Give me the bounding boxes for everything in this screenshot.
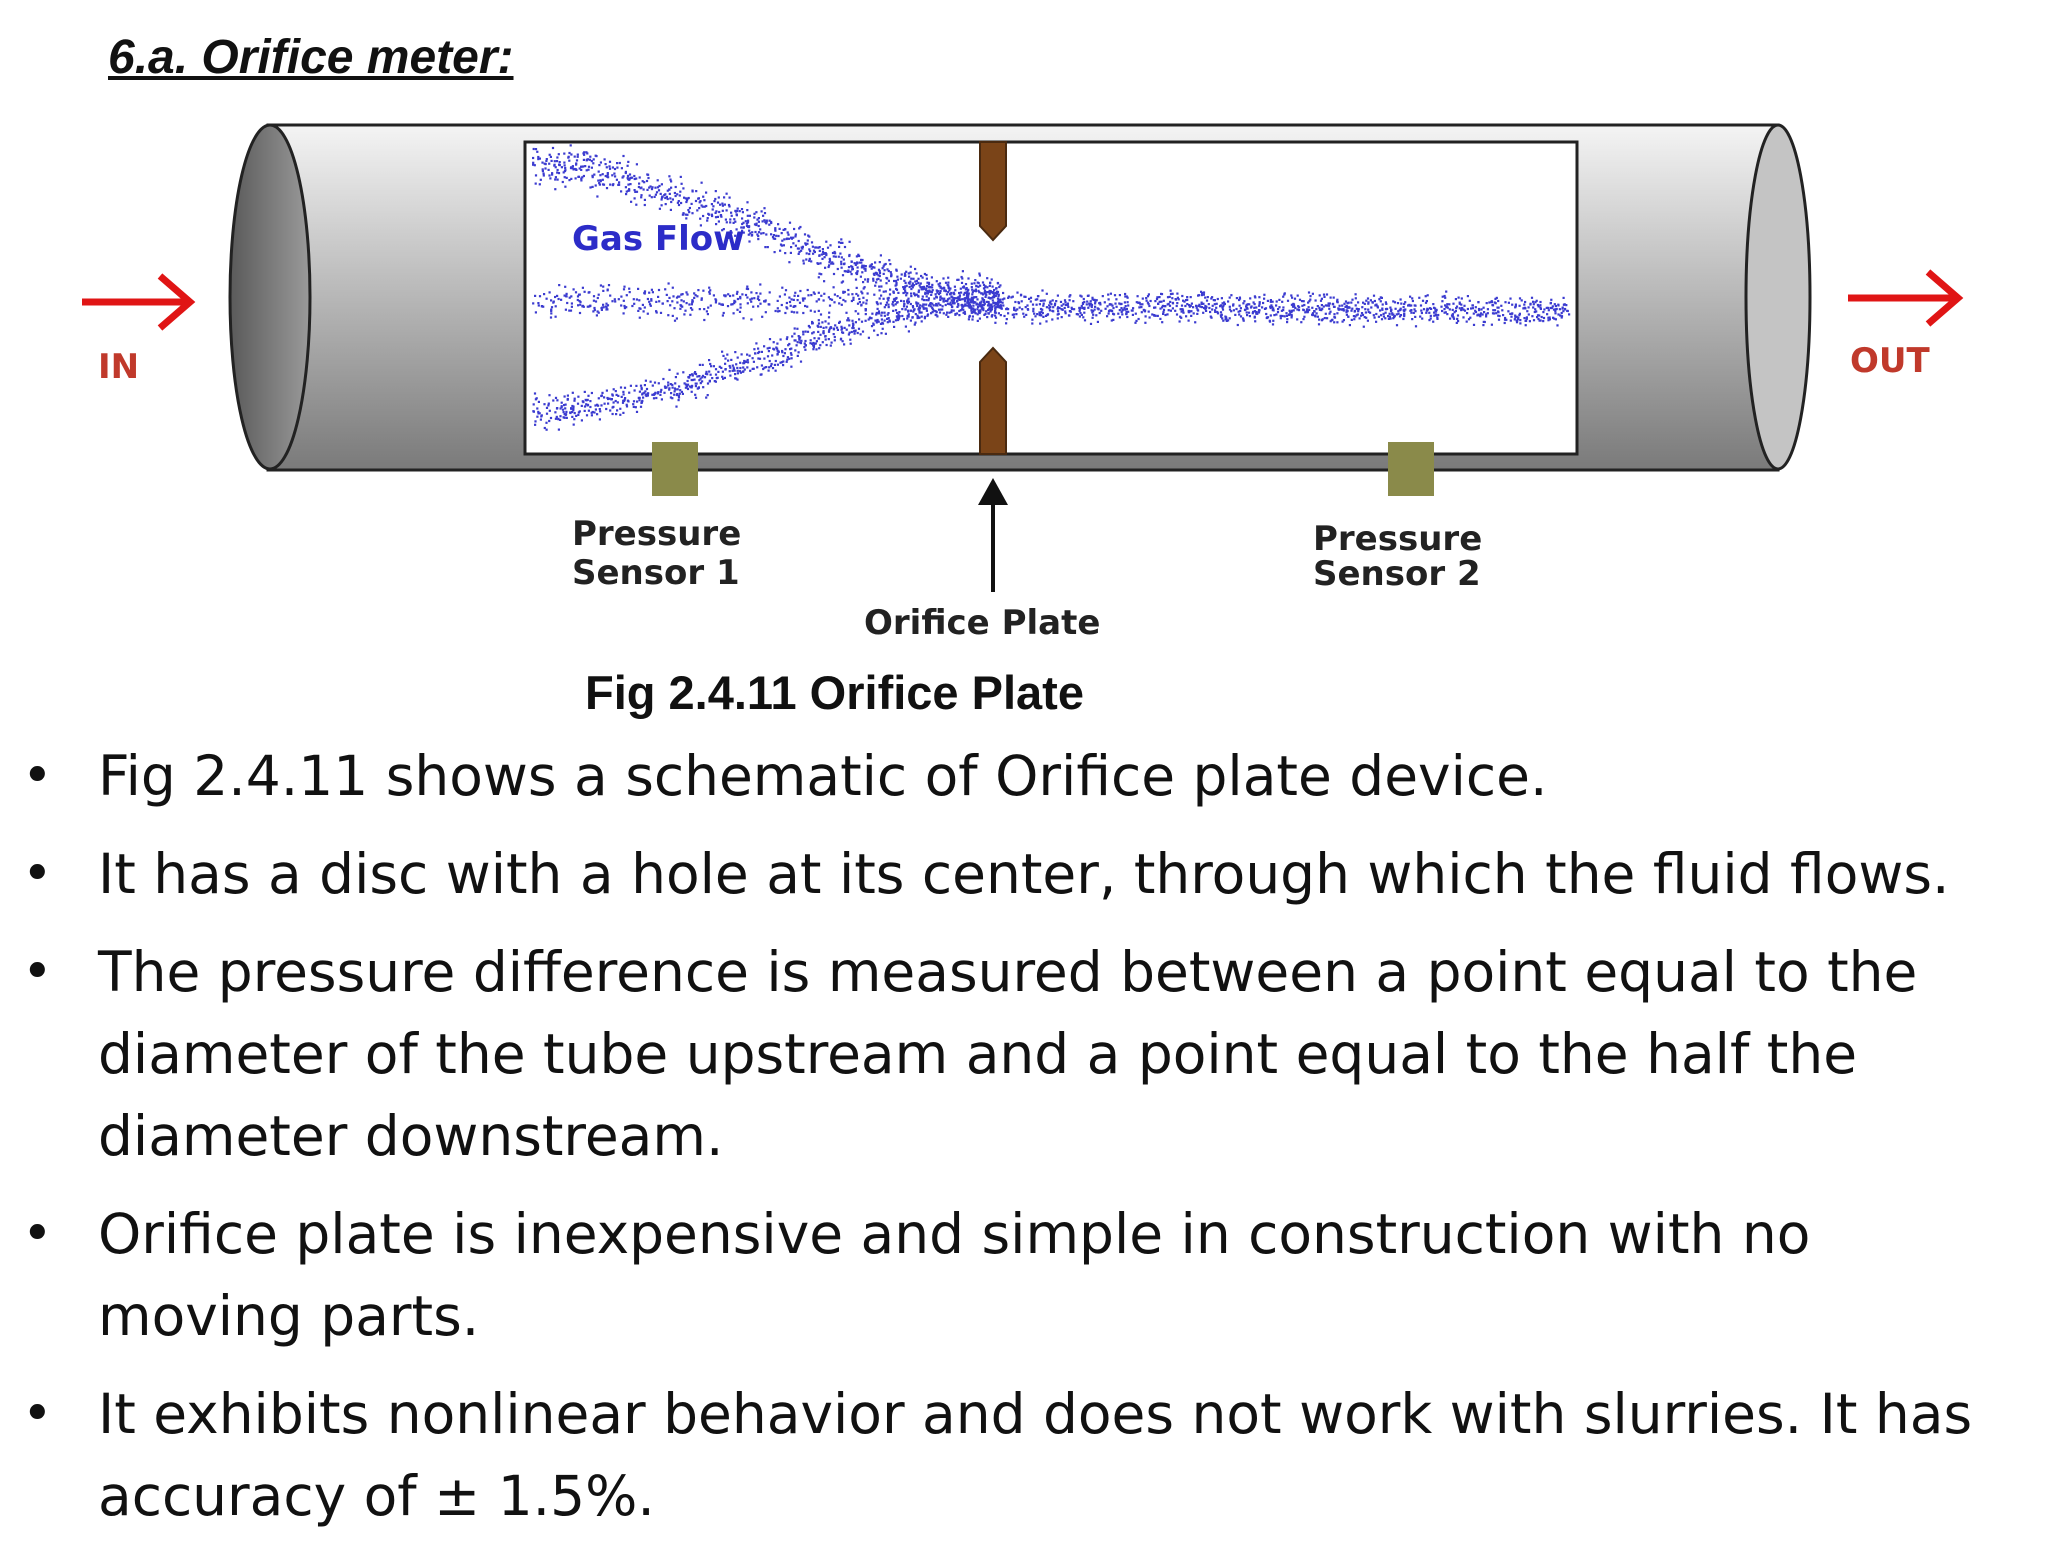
sensor1-label-line1: Pressure xyxy=(572,514,741,554)
orifice-meter-figure: IN OUT Gas Flow Pressure Sensor 1 Pressu… xyxy=(0,0,2048,740)
orifice-pointer-arrowhead xyxy=(978,478,1008,505)
orifice-plate-label: Orifice Plate xyxy=(864,603,1100,643)
out-label: OUT xyxy=(1850,341,1931,381)
bullet-dot: • xyxy=(22,844,53,904)
in-label: IN xyxy=(98,347,139,387)
bullet-dot: • xyxy=(22,942,53,1002)
bullet-text: The pressure difference is measured betw… xyxy=(98,940,1918,1168)
orifice-meter-diagram: IN OUT Gas Flow Pressure Sensor 1 Pressu… xyxy=(82,123,1964,643)
gas-flow-label: Gas Flow xyxy=(572,219,745,259)
bullet-dot: • xyxy=(22,746,53,806)
out-arrow-icon xyxy=(1848,269,1964,327)
bullet-item: • The pressure difference is measured bet… xyxy=(0,931,2048,1177)
in-arrow-icon xyxy=(82,273,196,331)
bullet-item: • It has a disc with a hole at its center… xyxy=(0,833,2048,915)
sensor1-label-line2: Sensor 1 xyxy=(572,553,740,593)
gas-particles xyxy=(532,144,1571,431)
pressure-sensor-1 xyxy=(652,442,698,496)
pipe-left-end xyxy=(228,123,312,471)
orifice-plate xyxy=(979,141,1007,455)
bullet-list: • Fig 2.4.11 shows a schematic of Orifice… xyxy=(0,735,2048,1553)
bullet-dot: • xyxy=(22,1204,53,1264)
bullet-item: • It exhibits nonlinear behavior and does… xyxy=(0,1373,2048,1537)
bullet-item: • Orifice plate is inexpensive and simple… xyxy=(0,1193,2048,1357)
bullet-text: Orifice plate is inexpensive and simple … xyxy=(98,1202,1811,1348)
bullet-item: • Fig 2.4.11 shows a schematic of Orifice… xyxy=(0,735,2048,817)
flow-window xyxy=(523,140,1579,456)
sensor2-label-line1: Pressure xyxy=(1313,519,1482,559)
bullet-dot: • xyxy=(22,1384,53,1444)
bullet-text: It exhibits nonlinear behavior and does … xyxy=(98,1382,1973,1528)
pressure-sensor-2 xyxy=(1388,442,1434,496)
sensor2-label-line2: Sensor 2 xyxy=(1313,554,1481,594)
bullet-text: It has a disc with a hole at its center,… xyxy=(98,842,1950,906)
figure-caption: Fig 2.4.11 Orifice Plate xyxy=(585,666,1084,719)
pipe-right-end xyxy=(1744,123,1812,471)
slide-heading: 6.a. Orifice meter: xyxy=(108,31,514,84)
bullet-text: Fig 2.4.11 shows a schematic of Orifice … xyxy=(98,744,1548,808)
